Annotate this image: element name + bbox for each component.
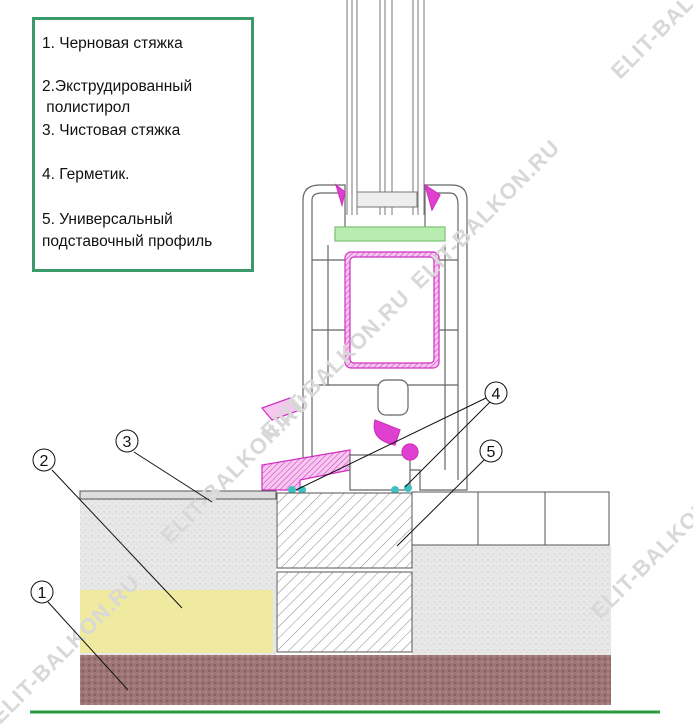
polystyrene-layer xyxy=(80,590,273,653)
legend-item-3: 3. Чистовая стяжка xyxy=(42,122,181,139)
rough-screed-layer xyxy=(80,655,611,705)
screed-right xyxy=(412,545,611,655)
glass-unit xyxy=(346,0,425,215)
callout-2 xyxy=(32,448,56,472)
legend-item-5: 5. Универсальный xyxy=(42,211,173,228)
callout-3-label: 3 xyxy=(123,434,132,451)
legend-item-4: 4. Герметик. xyxy=(42,166,130,183)
callout-4 xyxy=(484,381,508,405)
callouts xyxy=(30,381,508,604)
svg-text:ELIT-BALKON.RU: ELIT-BALKON.RU xyxy=(606,0,693,84)
callout-1 xyxy=(30,580,54,604)
floor-tiles xyxy=(411,491,610,546)
callout-3 xyxy=(115,429,139,453)
legend-item-2-cont: полистирол xyxy=(42,99,131,116)
callout-2-label: 2 xyxy=(40,453,49,470)
support-profile xyxy=(276,492,413,653)
callout-5-label: 5 xyxy=(487,444,496,461)
leader-lines xyxy=(47,397,491,691)
callout-4-label: 4 xyxy=(492,386,501,403)
legend-box: 1. Черновая стяжка 2.Экструдированный по… xyxy=(32,17,254,272)
legend-item-1: 1. Черновая стяжка xyxy=(42,35,183,52)
window-profile xyxy=(260,183,468,494)
legend-item-2: 2.Экструдированный xyxy=(42,78,193,95)
legend-item-5-cont: подставочный профиль xyxy=(42,233,213,250)
finish-screed-layer xyxy=(79,490,277,500)
callout-1-label: 1 xyxy=(38,585,47,602)
callout-5 xyxy=(479,439,503,463)
